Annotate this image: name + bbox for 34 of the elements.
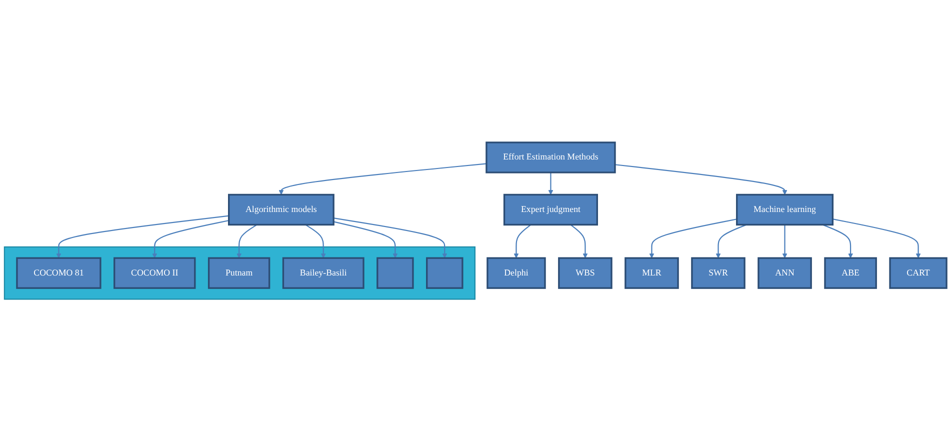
- arrow: [832, 218, 921, 258]
- arrow: [514, 224, 532, 258]
- arrow: [822, 224, 853, 258]
- arrow: [782, 224, 788, 258]
- arrow: [570, 224, 588, 258]
- arrow: [152, 220, 229, 258]
- arrow: [56, 214, 229, 258]
- node-box: WBS: [558, 256, 612, 289]
- arrow: [614, 164, 788, 195]
- cluster: [4, 246, 476, 300]
- node-box: Putnam: [208, 256, 270, 289]
- node-box: Delphi: [486, 256, 546, 289]
- node-box: SWR: [691, 256, 746, 289]
- node-box: Bailey-Basili: [282, 256, 364, 289]
- arrow: [236, 224, 258, 258]
- node-box: Algorithmic models: [228, 194, 334, 226]
- node-box: [376, 256, 414, 289]
- node-box: ANN: [758, 256, 812, 289]
- node-box: Effort Estimation Methods: [486, 141, 616, 173]
- arrow: [716, 224, 747, 258]
- node-box: COCOMO II: [114, 256, 196, 289]
- node-box: [426, 256, 464, 289]
- node-box: CART: [889, 256, 948, 289]
- arrow: [305, 224, 326, 258]
- arrow: [548, 172, 554, 195]
- arrow: [333, 220, 398, 258]
- node-box: ABE: [824, 256, 877, 289]
- arrow: [278, 162, 486, 195]
- node-box: COCOMO 81: [16, 256, 102, 289]
- node-box: MLR: [624, 256, 679, 289]
- arrow: [333, 217, 448, 258]
- arrow: [649, 218, 737, 258]
- node-box: Expert judgment: [503, 194, 598, 226]
- node-box: Machine learning: [736, 194, 834, 226]
